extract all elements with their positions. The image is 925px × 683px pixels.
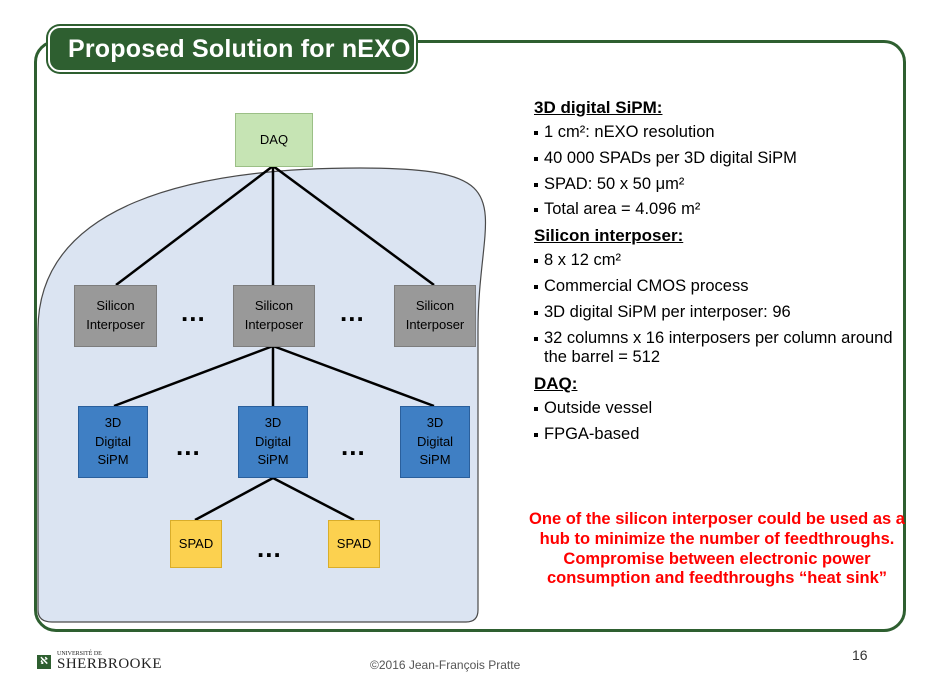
spad-label: SPAD (336, 535, 372, 551)
list-item: 32 columns x 16 interposers per column a… (534, 329, 894, 369)
slide-title: Proposed Solution for nEXO (68, 34, 411, 63)
logo-small-text: UNIVERSITÉ DE (57, 651, 102, 657)
title-banner: Proposed Solution for nEXO (48, 26, 416, 72)
interposer-items: 8 x 12 cm² Commercial CMOS process 3D di… (534, 251, 894, 368)
list-item: SPAD: 50 x 50 μm² (534, 175, 894, 195)
spad-box-1: SPAD (170, 520, 222, 568)
sipm-box-3: 3D Digital SiPM (400, 406, 470, 478)
sipm-box-1: 3D Digital SiPM (78, 406, 148, 478)
logo-text: UNIVERSITÉ DE SHERBROOKE (57, 651, 162, 672)
hub-note: One of the silicon interposer could be u… (529, 510, 905, 588)
interposer-ellipsis-1: ... (181, 297, 206, 327)
sipm-ellipsis-1: ... (176, 431, 201, 461)
interposer-ellipsis-2: ... (340, 297, 365, 327)
sipm-heading: 3D digital SiPM: (534, 98, 663, 117)
list-item: 1 cm²: nEXO resolution (534, 123, 894, 143)
logo-big-text: SHERBROOKE (57, 656, 163, 672)
connector-si-sipm3 (272, 344, 435, 408)
sipm-label: 3D Digital SiPM (416, 414, 454, 468)
daq-box: DAQ (235, 113, 313, 167)
interposer-box-1: Silicon Interposer (74, 285, 157, 347)
page-number: 16 (852, 647, 868, 663)
interposer-label: Silicon Interposer (86, 298, 145, 332)
list-item: 3D digital SiPM per interposer: 96 (534, 303, 894, 323)
sipm-items: 1 cm²: nEXO resolution 40 000 SPADs per … (534, 123, 894, 220)
connector-sipm-spad1 (194, 476, 274, 522)
spec-list: 3D digital SiPM: 1 cm²: nEXO resolution … (534, 98, 894, 451)
spad-ellipsis: ... (257, 533, 282, 563)
logo-mark-icon: ℵ (37, 654, 51, 669)
interposer-label: Silicon Interposer (405, 298, 465, 332)
interposer-label: Silicon Interposer (244, 298, 304, 332)
connector-sipm-spad2 (272, 476, 355, 522)
spad-label: SPAD (178, 535, 214, 551)
daq-items: Outside vessel FPGA-based (534, 399, 894, 445)
connector-si-sipm1 (113, 344, 274, 408)
sipm-label: 3D Digital SiPM (254, 414, 292, 468)
interposer-box-2: Silicon Interposer (233, 285, 315, 347)
interposer-box-3: Silicon Interposer (394, 285, 476, 347)
daq-label: DAQ (259, 131, 289, 147)
sipm-label: 3D Digital SiPM (94, 414, 132, 468)
list-item: FPGA-based (534, 425, 894, 445)
connector-daq-si1 (115, 165, 274, 286)
list-item: 40 000 SPADs per 3D digital SiPM (534, 149, 894, 169)
spad-box-2: SPAD (328, 520, 380, 568)
sipm-box-2: 3D Digital SiPM (238, 406, 308, 478)
list-item: 8 x 12 cm² (534, 251, 894, 271)
connector-daq-si3 (272, 164, 435, 287)
interposer-heading: Silicon interposer: (534, 226, 684, 246)
sipm-ellipsis-2: ... (341, 431, 366, 461)
enclosure-shape (37, 167, 487, 623)
slide-frame (34, 40, 906, 632)
list-item: Commercial CMOS process (534, 277, 894, 297)
copyright: ©2016 Jean-François Pratte (370, 658, 521, 672)
list-item: Outside vessel (534, 399, 894, 419)
list-item: Total area = 4.096 m² (534, 200, 894, 220)
university-logo: ℵ UNIVERSITÉ DE SHERBROOKE (37, 651, 162, 672)
daq-heading: DAQ: (534, 374, 578, 394)
connector-lines (113, 164, 435, 522)
